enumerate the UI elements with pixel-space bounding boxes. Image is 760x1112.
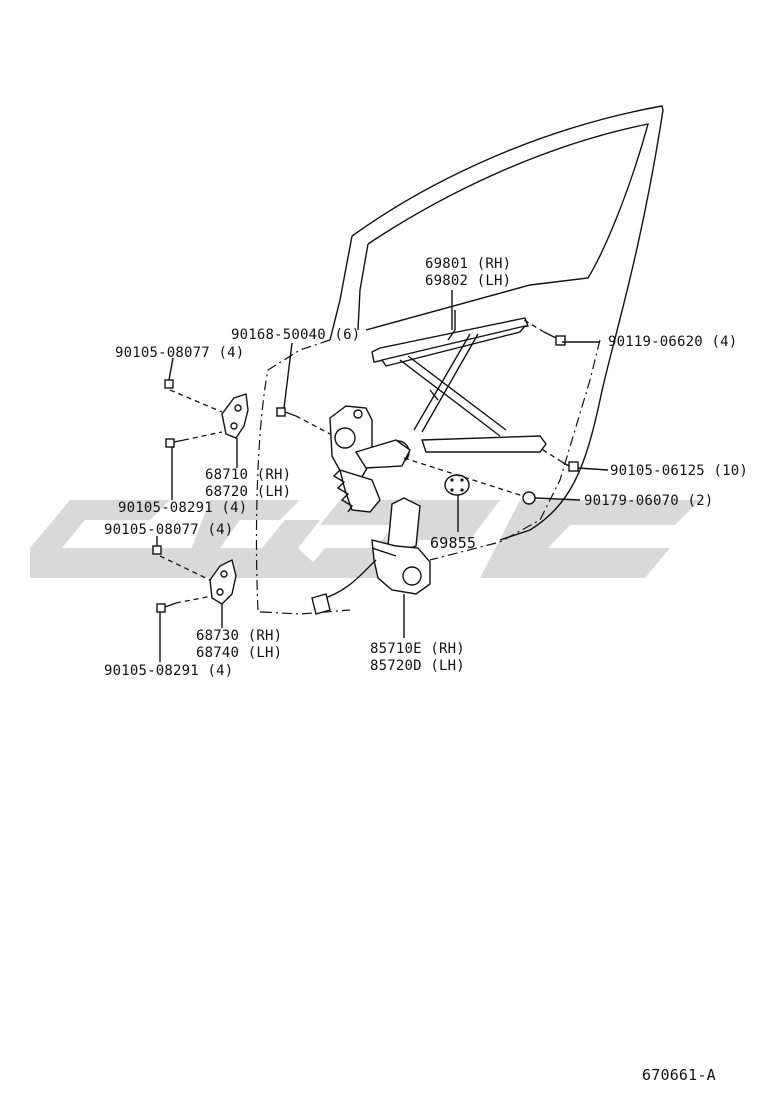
- bracket-upper: [221, 393, 249, 439]
- glass-rear-edge: [357, 243, 369, 331]
- glass-front-edge: [329, 235, 353, 341]
- label-regulator-lh: 69802 (LH): [425, 273, 512, 289]
- door-outer-edge: [351, 105, 664, 541]
- window-regulator: [329, 310, 547, 513]
- glass-inner-edge: [365, 123, 649, 331]
- door-panel-outline: [255, 339, 331, 613]
- bolt-06620: [543, 331, 566, 346]
- label-motor-rh: 85710E (RH): [370, 641, 465, 657]
- window-motor: [311, 497, 431, 615]
- bolt-08291-lower: [156, 602, 177, 613]
- label-part-69855: 69855: [430, 534, 477, 552]
- bracket-lower: [209, 558, 237, 605]
- label-motor-lh: 85720D (LH): [370, 658, 465, 674]
- label-bolt-08291-lower: 90105-08291 (4): [104, 663, 234, 679]
- door-panel-bottom: [261, 609, 351, 615]
- bolt-06125: [561, 461, 579, 472]
- nut-06070: [522, 491, 536, 505]
- label-bolt-08077-upper: 90105-08077 (4): [115, 345, 245, 361]
- bolt-50040: [276, 407, 297, 417]
- bolt-08077-lower: [152, 545, 162, 555]
- label-hinge-lower-rh: 68730 (RH): [196, 628, 283, 644]
- diagram-id: 670661-A: [642, 1066, 716, 1084]
- label-bolt-08291-upper: 90105-08291 (4): [118, 500, 248, 516]
- door-panel-rear: [429, 339, 601, 561]
- bolt-08077-upper: [164, 379, 174, 389]
- label-bolt-06620: 90119-06620 (4): [608, 334, 738, 350]
- bolt-08291-upper: [165, 438, 185, 448]
- label-bolt-08077-lower: 90105-08077 (4): [104, 522, 234, 538]
- label-hinge-upper-rh: 68710 (RH): [205, 467, 292, 483]
- label-bolt-50040: 90168-50040 (6): [231, 327, 361, 343]
- label-hinge-lower-lh: 68740 (LH): [196, 645, 283, 661]
- label-bolt-06125: 90105-06125 (10): [610, 463, 749, 479]
- label-hinge-upper-lh: 68720 (LH): [205, 484, 292, 500]
- label-regulator-rh: 69801 (RH): [425, 256, 512, 272]
- label-nut-06070: 90179-06070 (2): [584, 493, 714, 509]
